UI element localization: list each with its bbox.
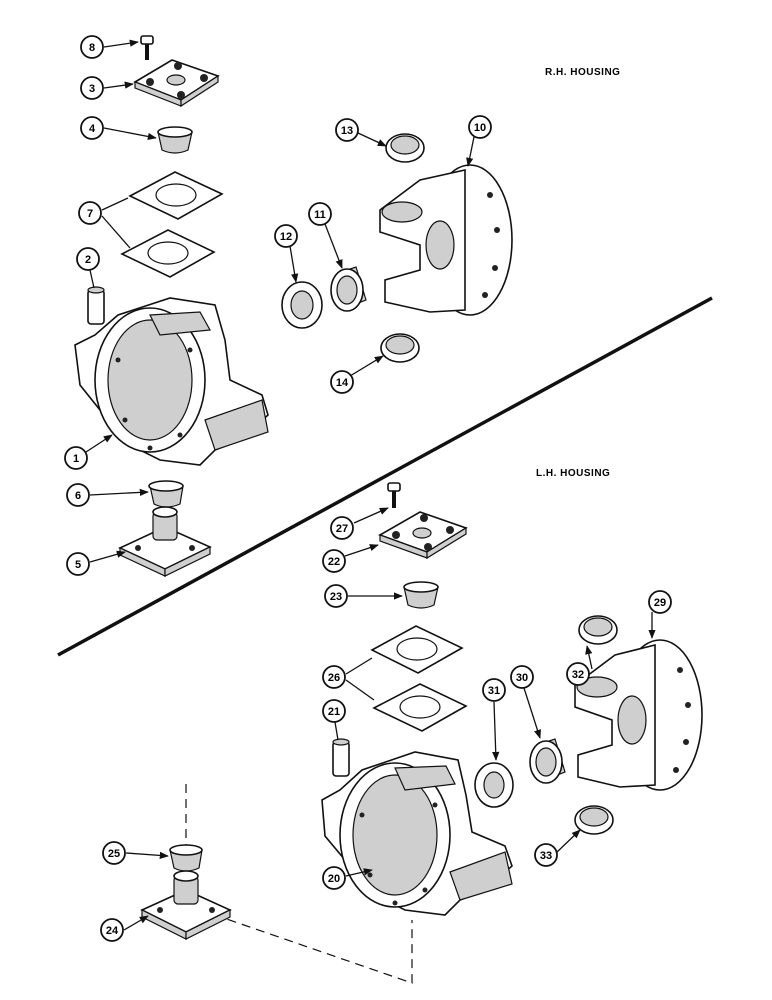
svg-text:32: 32 <box>572 669 584 681</box>
svg-text:29: 29 <box>654 597 666 609</box>
axle-yoke-29 <box>574 639 703 791</box>
bearing-cup-6 <box>148 480 184 508</box>
callout-14: 14 <box>330 370 354 394</box>
axle-yoke-10 <box>379 164 513 316</box>
pin-2 <box>87 286 105 325</box>
svg-text:33: 33 <box>540 850 552 862</box>
bearing-13 <box>385 133 425 163</box>
bolt-8 <box>140 35 154 60</box>
pin-21 <box>332 738 350 777</box>
callout-29: 29 <box>648 590 672 614</box>
callout-20: 20 <box>322 866 346 890</box>
callout-12: 12 <box>274 224 298 248</box>
callout-10: 10 <box>468 115 492 139</box>
shim-7a <box>128 171 224 220</box>
callout-24: 24 <box>100 918 124 942</box>
svg-text:6: 6 <box>75 490 81 502</box>
svg-text:23: 23 <box>330 591 342 603</box>
callout-3: 3 <box>80 76 104 100</box>
lh-housing-heading: L.H. HOUSING <box>536 468 610 479</box>
bushing-30 <box>529 738 566 784</box>
svg-text:11: 11 <box>314 209 326 221</box>
bearing-cup-4 <box>157 126 193 154</box>
callout-27: 27 <box>330 516 354 540</box>
seal-12 <box>281 281 323 329</box>
svg-text:2: 2 <box>85 254 91 266</box>
svg-text:27: 27 <box>336 523 348 535</box>
callout-labels: 8 3 4 7 2 1 6 5 13 10 12 11 14 27 22 23 … <box>64 35 672 942</box>
svg-text:22: 22 <box>328 556 340 568</box>
bearing-32 <box>578 615 618 645</box>
svg-text:3: 3 <box>89 83 95 95</box>
svg-text:8: 8 <box>89 42 95 54</box>
lower-plate-5 <box>118 506 212 577</box>
svg-text:26: 26 <box>328 672 340 684</box>
cap-plate-3 <box>133 59 220 108</box>
shim-26a <box>370 625 464 674</box>
svg-text:13: 13 <box>341 125 353 137</box>
svg-text:7: 7 <box>87 208 93 220</box>
callout-6: 6 <box>66 483 90 507</box>
bushing-11 <box>330 266 367 312</box>
callout-13: 13 <box>335 118 359 142</box>
steering-housing-1 <box>74 297 269 466</box>
callout-25: 25 <box>102 841 126 865</box>
svg-text:14: 14 <box>336 377 349 389</box>
bearing-33 <box>574 805 614 835</box>
shim-26b <box>372 683 468 732</box>
bolt-27 <box>387 482 401 508</box>
svg-text:5: 5 <box>75 559 81 571</box>
shim-7b <box>120 229 216 278</box>
svg-text:21: 21 <box>328 706 340 718</box>
callout-7: 7 <box>78 201 102 225</box>
svg-text:12: 12 <box>280 231 292 243</box>
callout-4: 4 <box>80 116 104 140</box>
callout-21: 21 <box>322 699 346 723</box>
callout-32: 32 <box>566 662 590 686</box>
svg-text:10: 10 <box>474 122 486 134</box>
svg-text:20: 20 <box>328 873 340 885</box>
svg-text:24: 24 <box>106 925 119 937</box>
callout-30: 30 <box>510 665 534 689</box>
bearing-14 <box>380 333 420 363</box>
callout-2: 2 <box>76 247 100 271</box>
callout-31: 31 <box>482 678 506 702</box>
svg-text:30: 30 <box>516 672 528 684</box>
callout-33: 33 <box>534 843 558 867</box>
svg-text:4: 4 <box>89 123 96 135</box>
seal-31 <box>474 762 514 808</box>
callout-26: 26 <box>322 665 346 689</box>
lower-plate-24 <box>140 870 232 940</box>
callout-22: 22 <box>322 549 346 573</box>
callout-8: 8 <box>80 35 104 59</box>
rh-housing-heading: R.H. HOUSING <box>545 67 620 78</box>
svg-text:31: 31 <box>488 685 500 697</box>
callout-5: 5 <box>66 552 90 576</box>
callout-11: 11 <box>308 202 332 226</box>
cap-plate-22 <box>378 511 468 560</box>
callout-23: 23 <box>324 584 348 608</box>
bearing-cup-23 <box>403 581 439 609</box>
svg-text:1: 1 <box>73 453 79 465</box>
section-divider <box>57 296 713 657</box>
bearing-cup-25 <box>169 844 203 872</box>
svg-text:25: 25 <box>108 848 120 860</box>
callout-1: 1 <box>64 446 88 470</box>
